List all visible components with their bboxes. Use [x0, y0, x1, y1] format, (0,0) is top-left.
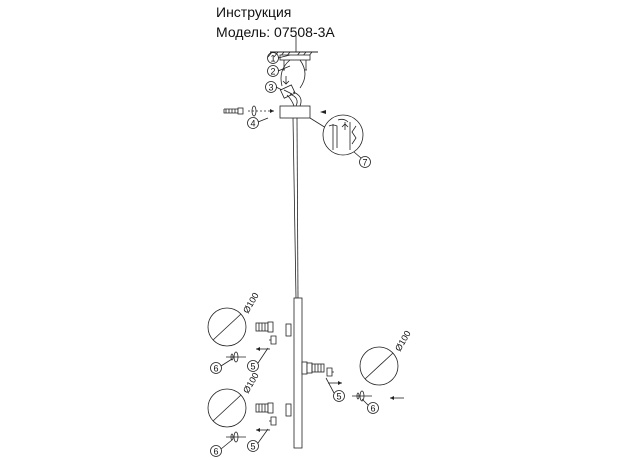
screw-4: [223, 105, 274, 117]
globe-right: Ø100: [306, 329, 413, 400]
svg-text:6: 6: [213, 447, 218, 457]
svg-text:Ø100: Ø100: [241, 371, 261, 395]
svg-text:4: 4: [250, 119, 255, 129]
callout-6-upper-left: 6: [210, 358, 233, 374]
svg-text:7: 7: [362, 158, 367, 168]
globe-lower-left: Ø100: [207, 371, 277, 432]
svg-text:6: 6: [213, 364, 218, 374]
ring-6-lower-left: [226, 431, 246, 443]
callout-1: 1: [267, 52, 291, 64]
callout-2: 2: [267, 65, 291, 77]
canopy: [279, 105, 326, 119]
terminal-block: [279, 84, 302, 107]
svg-text:Ø100: Ø100: [393, 329, 413, 353]
globe-upper-left: Ø100: [207, 291, 277, 351]
svg-text:5: 5: [250, 362, 255, 372]
callout-4: 4: [247, 117, 269, 129]
svg-text:5: 5: [250, 442, 255, 452]
ring-6-right: [352, 390, 372, 402]
vertical-tube: [285, 297, 308, 449]
svg-text:6: 6: [370, 404, 375, 414]
ring-6-upper-left: [226, 351, 246, 363]
header: Инструкция Модель: 07508-3A: [216, 2, 335, 42]
callout-6-right: 6: [361, 398, 379, 414]
instruction-title: Инструкция: [216, 4, 292, 20]
svg-text:3: 3: [268, 83, 273, 93]
svg-text:5: 5: [336, 392, 341, 402]
svg-text:2: 2: [270, 67, 275, 77]
callout-5-right: 5: [325, 377, 345, 402]
callout-5-lower-left: 5: [247, 428, 269, 452]
callout-3: 3: [265, 81, 283, 93]
svg-text:1: 1: [270, 54, 275, 64]
callout-7: 7: [353, 151, 371, 168]
detail-view-7: [309, 114, 364, 156]
model-label: Модель: 07508-3A: [216, 24, 335, 40]
callout-6-lower-left: 6: [210, 439, 233, 457]
suspension-cable: [292, 117, 299, 299]
svg-text:Ø100: Ø100: [241, 291, 261, 315]
callout-5-upper-left: 5: [247, 347, 269, 372]
